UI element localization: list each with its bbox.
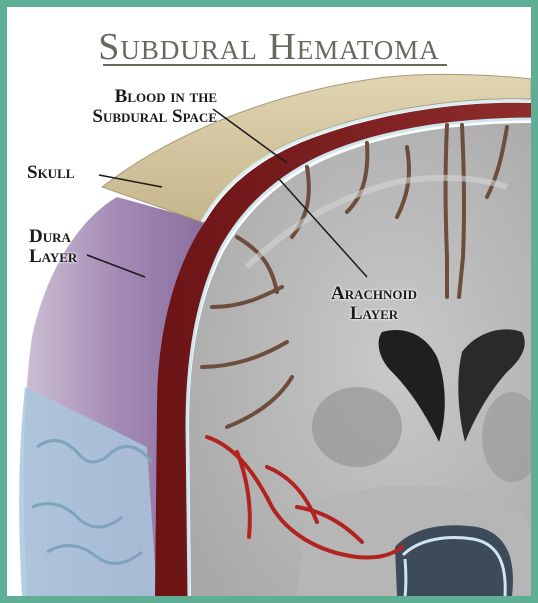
label-arachnoid-layer: Arachnoid Layer bbox=[305, 284, 443, 324]
label-dura-line2: Layer bbox=[29, 247, 119, 267]
label-dura-line1: Dura bbox=[29, 227, 119, 247]
diagram-panel: Subdural Hematoma Blood in the Subdural … bbox=[7, 7, 531, 596]
label-dura-layer: Dura Layer bbox=[29, 227, 119, 267]
label-skull: Skull bbox=[27, 163, 117, 183]
label-blood-line1: Blood in the bbox=[47, 87, 217, 107]
title-underline bbox=[103, 64, 447, 66]
label-blood-subdural: Blood in the Subdural Space bbox=[47, 87, 217, 127]
diagram-title: Subdural Hematoma bbox=[7, 25, 531, 69]
label-arachnoid-line2: Layer bbox=[305, 304, 443, 324]
brainstem-section bbox=[395, 525, 513, 596]
label-blood-line2: Subdural Space bbox=[47, 107, 217, 127]
label-arachnoid-line1: Arachnoid bbox=[305, 284, 443, 304]
